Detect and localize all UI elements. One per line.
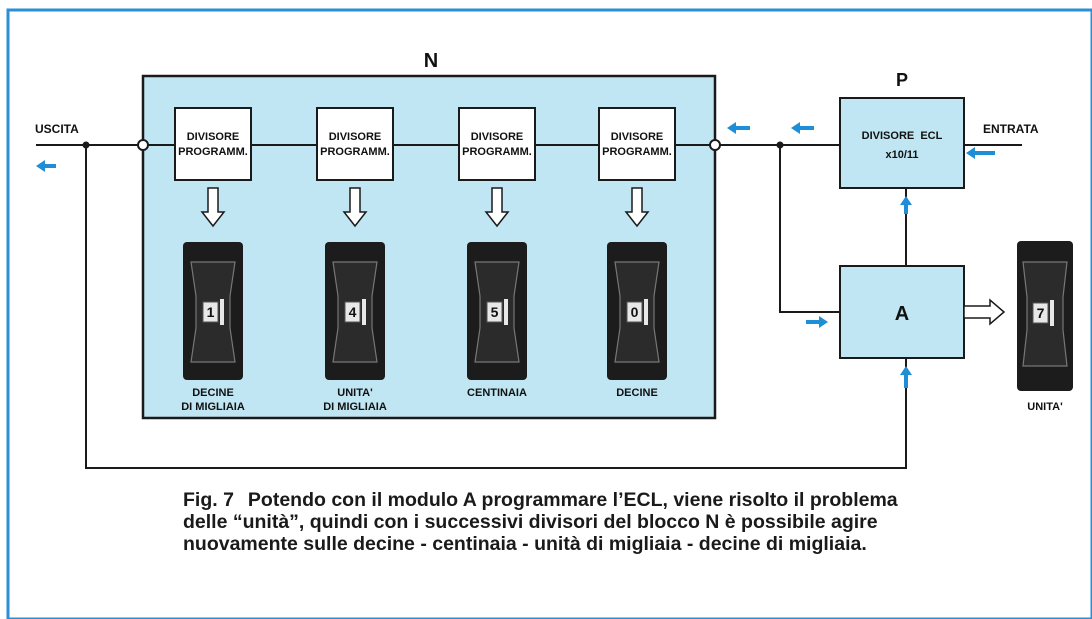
thumbwheel-switch-2: 4: [325, 242, 385, 380]
block-n-label: N: [424, 50, 438, 72]
divider-label-line2: PROGRAMM.: [320, 146, 390, 158]
divider-label-line1: DIVISORE: [329, 131, 382, 143]
caption-fig-number: Fig. 7: [183, 489, 234, 511]
switch-label-line1: DECINE: [616, 387, 658, 399]
divider-label-line1: DIVISORE: [471, 131, 524, 143]
branch-to-a: [779, 145, 840, 313]
hollow-arrow-down: [200, 187, 226, 228]
divider-label-line1: DIVISORE: [611, 131, 664, 143]
divider-box-3: DIVISORE PROGRAMM.: [458, 107, 536, 181]
block-n-left-port: [137, 139, 149, 151]
switch-label-line1: UNITA': [337, 387, 373, 399]
arrow-icon-left-2: [791, 122, 814, 134]
divider-label-line2: PROGRAMM.: [462, 146, 532, 158]
module-a-box: [839, 265, 965, 359]
thumbwheel-switch-3: 5: [467, 242, 527, 380]
switch-label-line2: DI MIGLIAIA: [323, 401, 387, 413]
module-a-label: A: [895, 303, 909, 325]
divider-box-1: DIVISORE PROGRAMM.: [174, 107, 252, 181]
ecl-divider-box: [839, 97, 965, 189]
switch-label-line1: CENTINAIA: [467, 387, 527, 399]
switch-digit: 0: [631, 304, 639, 320]
switch-label-line1: DECINE: [192, 387, 234, 399]
arrow-icon-input: [966, 147, 995, 159]
hollow-arrow-down: [624, 187, 650, 228]
hollow-arrow-down: [484, 187, 510, 228]
switch-label-line2: DI MIGLIAIA: [181, 401, 245, 413]
divider-label-line1: DIVISORE: [187, 131, 240, 143]
switch-digit: 1: [207, 304, 215, 320]
divider-box-2: DIVISORE PROGRAMM.: [316, 107, 394, 181]
divider-box-4: DIVISORE PROGRAMM.: [598, 107, 676, 181]
divider-label-line2: PROGRAMM.: [178, 146, 248, 158]
block-n-right-port: [709, 139, 721, 151]
unit-thumbwheel-switch: 7: [1017, 241, 1073, 391]
hollow-arrow-a-to-unit: [963, 298, 1006, 326]
thumbwheel-switch-4: 0: [607, 242, 667, 380]
unit-switch-digit: 7: [1037, 305, 1045, 321]
switch-digit: 4: [349, 304, 357, 320]
unit-switch-label: UNITA': [1027, 401, 1063, 413]
output-label: USCITA: [35, 122, 79, 136]
feedback-line: [85, 145, 907, 469]
ecl-divider-line1: DIVISORE ECL: [862, 130, 943, 142]
thumbwheel-switch-1: 1: [183, 242, 243, 380]
arrow-icon-right-to-a: [806, 316, 828, 328]
hollow-arrow-down: [342, 187, 368, 228]
programmable-dividers: DIVISOREPROGRAMM.DIVISOREPROGRAMM.DIVISO…: [174, 107, 676, 228]
arrow-icon-up-to-p: [900, 196, 912, 214]
ecl-divider-line2: x10/11: [885, 149, 918, 161]
arrow-icon-output: [36, 160, 56, 172]
arrow-icon-left-1: [727, 122, 750, 134]
block-p-label: P: [896, 70, 908, 90]
input-label: ENTRATA: [983, 122, 1039, 136]
caption-text: Potendo con il modulo A programmare l’EC…: [183, 489, 898, 555]
divider-label-line2: PROGRAMM.: [602, 146, 672, 158]
switch-digit: 5: [491, 304, 499, 320]
arrow-icon-up-to-a: [900, 366, 912, 388]
